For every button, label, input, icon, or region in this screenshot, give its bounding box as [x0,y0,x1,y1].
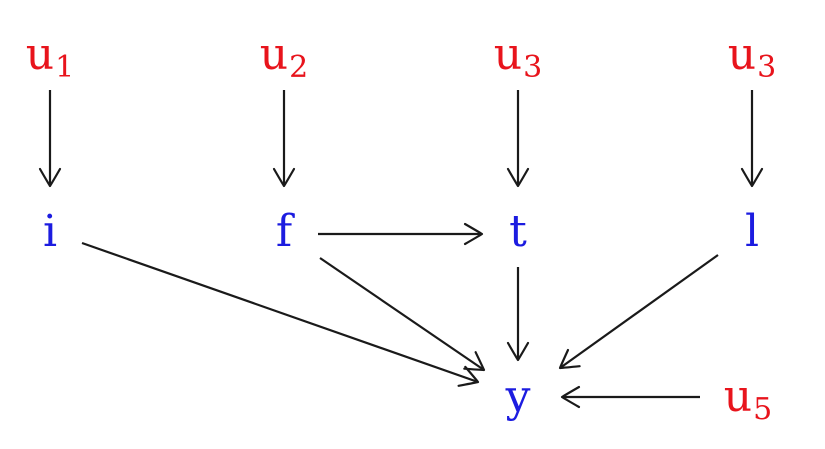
node-label-base: l [745,206,759,257]
node-label-base: f [276,206,295,257]
arrow-head-icon [38,167,62,188]
node-f: f [276,206,295,257]
node-label-subscript: 3 [523,50,542,85]
arrow-head-icon [463,351,486,372]
edge-line [560,254,719,369]
node-label-base: y [505,371,531,422]
node-i: i [43,206,57,257]
edge-l-to-y [558,254,719,370]
node-label-subscript: 2 [289,50,308,85]
node-y: y [505,371,531,422]
arrow-head-icon [506,341,530,362]
edge-u1-to-i [38,90,62,188]
node-u2: u2 [260,29,308,85]
node-label-subscript: 1 [55,50,74,85]
arrow-head-icon [560,385,581,409]
edge-line [319,257,484,371]
node-label-subscript: 3 [757,50,776,85]
edge-u2-to-f [272,90,296,188]
node-label-base: u [728,29,756,80]
edge-u3a-to-t [506,90,530,188]
arrow-head-icon [558,348,581,370]
node-u5: u5 [724,371,772,427]
node-label-base: u [724,371,752,422]
edge-u5-to-y [560,385,700,409]
node-u1: u1 [26,29,74,85]
arrow-head-icon [272,167,296,188]
edge-t-to-y [506,267,530,362]
node-u3a: u3 [494,29,542,85]
arrow-head-icon [506,167,530,188]
node-label-base: i [43,206,57,257]
edge-line [81,241,477,383]
edges-layer [38,90,764,409]
edge-u3b-to-l [740,90,764,188]
arrow-head-icon [463,222,484,246]
node-label-base: u [494,29,522,80]
node-l: l [745,206,759,257]
node-label-base: u [260,29,288,80]
arrow-head-icon [740,167,764,188]
arrow-head-icon [457,365,480,387]
edge-f-to-y [319,257,486,372]
node-label-base: u [26,29,54,80]
node-t: t [509,206,527,257]
edge-i-to-y [81,241,480,387]
node-u3b: u3 [728,29,776,85]
edge-f-to-t [318,222,484,246]
node-label-subscript: 5 [753,392,772,427]
node-label-base: t [509,206,527,257]
